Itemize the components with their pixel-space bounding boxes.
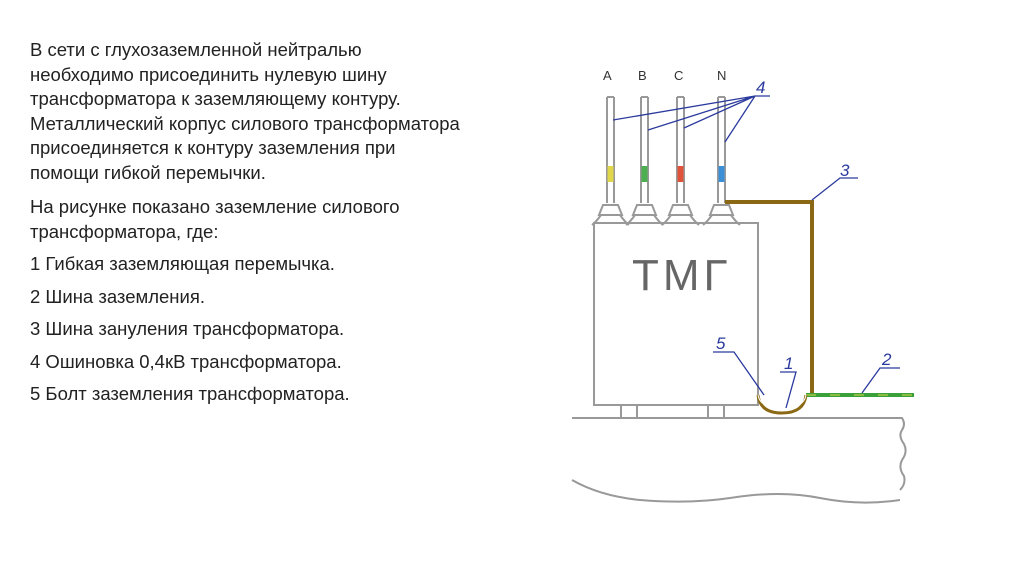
phase-c-marker: [677, 166, 684, 182]
legend-item-5: 5 Болт заземления трансформатора.: [30, 383, 350, 404]
description-panel: В сети с глухозаземленной нейтралью необ…: [30, 38, 460, 415]
callout-2-label: 2: [881, 350, 892, 369]
phase-label-c: C: [674, 68, 683, 83]
callout-1-leader: [780, 371, 797, 409]
figure-intro-paragraph: На рисунке показано заземление силового …: [30, 196, 400, 242]
legend-item-4: 4 Ошиновка 0,4кВ трансформатора.: [30, 350, 342, 372]
phase-n-marker: [718, 166, 725, 182]
callout-1-label: 1: [784, 354, 793, 373]
grounding-diagram-svg: ТМГ: [571, 68, 914, 504]
intro-paragraph: В сети с глухозаземленной нейтралью необ…: [30, 39, 460, 183]
phase-b-marker: [641, 166, 648, 182]
ground-surface: [572, 417, 907, 491]
callout-2-leader: [861, 367, 900, 394]
callout-5-label: 5: [716, 334, 726, 353]
callout-4-leader: [612, 95, 770, 143]
callout-4-label: 4: [756, 78, 765, 97]
transformer-foot-right: [707, 404, 725, 419]
callout-5-leader: [713, 351, 765, 396]
legend-item-1: 1 Гибкая заземляющая перемычка.: [30, 253, 335, 274]
legend-item-2: 2 Шина заземления.: [30, 285, 206, 307]
transformer-label: ТМГ: [632, 251, 731, 300]
transformer-body: [593, 222, 759, 406]
phase-a-marker: [607, 166, 614, 182]
ground-bottom-line: [571, 479, 901, 504]
phase-label-a: A: [603, 68, 612, 83]
bushing-a: [591, 96, 630, 226]
phase-label-n: N: [717, 68, 726, 83]
bushing-c: [661, 96, 700, 226]
phase-label-b: B: [638, 68, 647, 83]
callout-3-label: 3: [840, 161, 850, 180]
callout-3-leader: [811, 177, 858, 201]
bushing-b: [625, 96, 664, 226]
neutral-bus-bar: [725, 200, 814, 395]
grounding-diagram: ТМГ: [540, 55, 920, 525]
legend-item-3: 3 Шина зануления трансформатора.: [30, 318, 345, 339]
flexible-jumper: [756, 394, 808, 415]
flexible-jumper-highlight: [757, 394, 807, 409]
bushing-n: [702, 96, 741, 226]
transformer-foot-left: [620, 404, 638, 419]
